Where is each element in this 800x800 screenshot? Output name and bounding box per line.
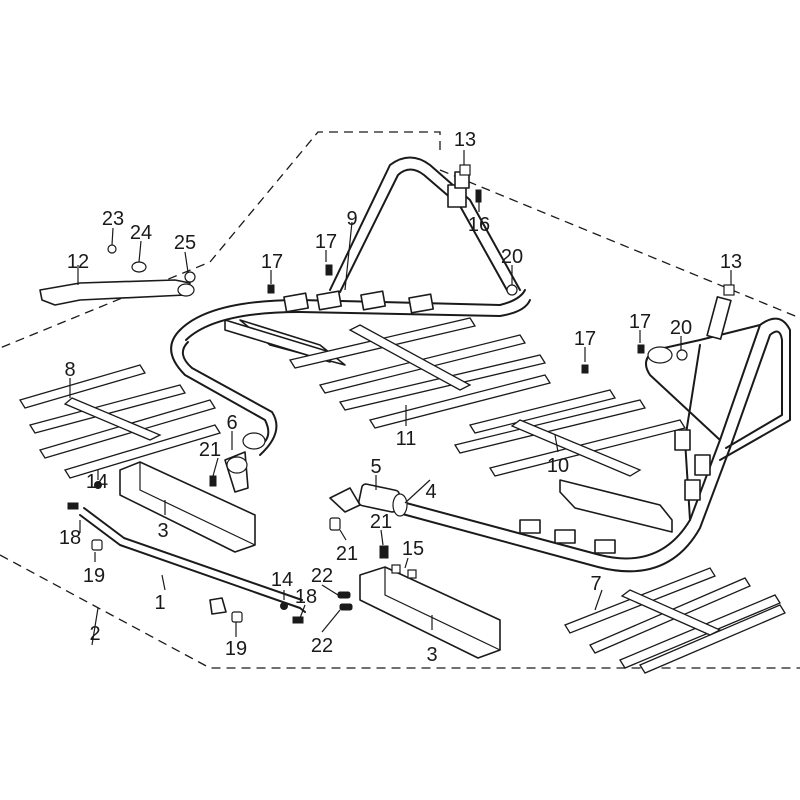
mounting-rail-right: [359, 566, 501, 659]
callout-22-b: 22: [311, 635, 333, 657]
hardware-bolts: [67, 164, 735, 624]
callout-18-right: 18: [295, 586, 317, 608]
callout-12: 12: [67, 251, 89, 273]
callout-20-rear: 20: [501, 246, 523, 268]
front-rack-frame: [394, 296, 791, 573]
strap-set-8: [18, 364, 222, 479]
callout-22-a: 22: [311, 565, 333, 587]
mounting-rail-left: [119, 461, 256, 553]
footrest-plate: [39, 279, 195, 306]
strap-set-10: [453, 389, 687, 477]
callout-24: 24: [130, 222, 152, 244]
callout-14-left: 14: [86, 471, 108, 493]
callout-13-front: 13: [720, 251, 742, 273]
callout-11: 11: [396, 428, 417, 450]
callout-19-right: 19: [225, 638, 247, 660]
callout-13-rear: 13: [454, 129, 476, 151]
strap-set-7: [564, 567, 786, 674]
callout-20-front: 20: [670, 317, 692, 339]
callout-1: 1: [154, 592, 165, 614]
callout-17-b: 17: [261, 251, 283, 273]
callout-5: 5: [370, 456, 381, 478]
callout-16: 16: [468, 214, 490, 236]
callout-6: 6: [226, 412, 237, 434]
callout-10: 10: [547, 455, 569, 477]
callout-4: 4: [425, 481, 436, 503]
callout-9: 9: [346, 208, 357, 230]
center-bracket: [224, 451, 249, 493]
callout-17-a: 17: [315, 231, 337, 253]
callout-25: 25: [174, 232, 196, 254]
callout-8: 8: [64, 359, 75, 381]
callout-15: 15: [402, 538, 424, 560]
callout-7: 7: [590, 573, 601, 595]
callout-2: 2: [89, 623, 100, 645]
callout-21-c: 21: [370, 511, 392, 533]
callout-labels: 1 2 3 3 4 5 6 7 8 9 10 11 12 13 13 14 14…: [59, 129, 742, 666]
leader-lines: [69, 150, 732, 646]
callout-23: 23: [102, 208, 124, 230]
callout-21-a: 21: [199, 439, 221, 461]
strap-set-11: [288, 317, 552, 429]
callout-17-d: 17: [629, 311, 651, 333]
group-boundary: [0, 131, 800, 669]
callout-17-c: 17: [574, 328, 596, 350]
callout-21-b: 21: [336, 543, 358, 565]
callout-3-left: 3: [157, 520, 168, 542]
callout-19-left: 19: [83, 565, 105, 587]
rear-rack-frame: [170, 156, 531, 456]
connector-tube: [329, 483, 408, 517]
callout-3-right: 3: [426, 644, 437, 666]
callout-18-left: 18: [59, 527, 81, 549]
callout-14-right: 14: [271, 569, 293, 591]
